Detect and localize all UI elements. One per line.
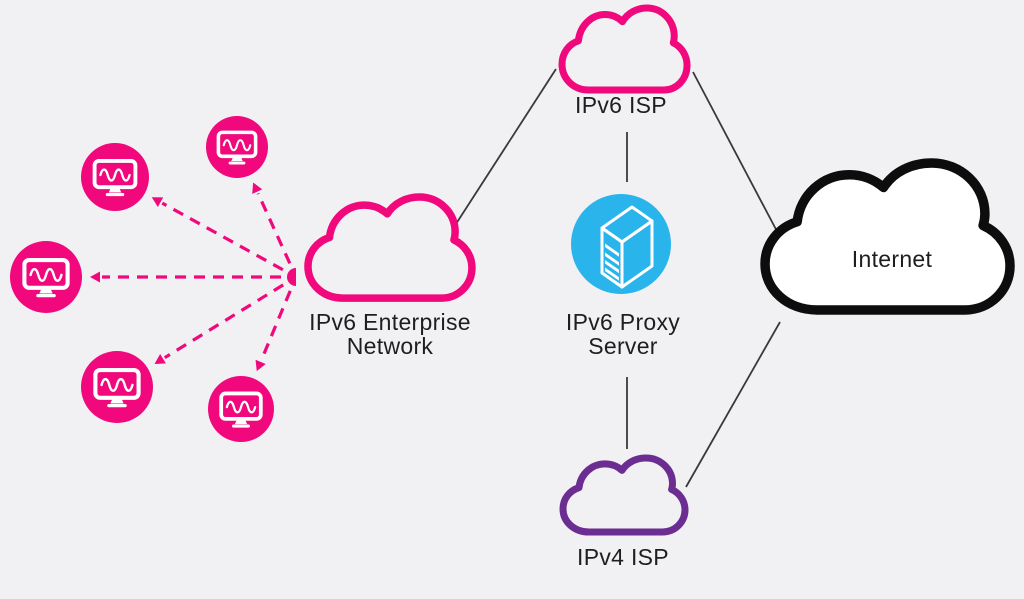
- dashed-arrow: [163, 283, 285, 360]
- monitor-base: [36, 293, 56, 298]
- arrowhead-icon: [252, 182, 263, 194]
- workstation-node: [9, 241, 82, 313]
- ipv4-isp-cloud-icon: [563, 458, 685, 532]
- workstation-node: [81, 351, 153, 423]
- arrowhead-icon: [255, 359, 266, 372]
- monitor-stand: [110, 397, 124, 404]
- waveform-icon: [222, 139, 252, 152]
- dashed-arrow: [259, 290, 292, 361]
- monitor-stand: [231, 156, 243, 162]
- monitor-base: [228, 161, 246, 165]
- monitor-icon: [93, 367, 141, 400]
- workstation-node: [81, 143, 149, 211]
- monitor-stand: [108, 187, 122, 193]
- proxy-server-node: [571, 194, 671, 294]
- internet-label: Internet: [851, 246, 933, 272]
- ipv4-isp-label: IPv4 ISP: [577, 544, 669, 570]
- monitor-icon: [92, 159, 138, 190]
- waveform-icon: [225, 400, 257, 414]
- arrowhead-icon: [154, 354, 166, 364]
- workstations-layer: [9, 116, 274, 442]
- workstation-node: [208, 376, 274, 442]
- monitor-base: [105, 193, 125, 197]
- arrow-origin-dot: [287, 268, 296, 286]
- monitor-stand: [39, 287, 53, 294]
- monitor-icon: [219, 391, 263, 421]
- arrowhead-icon: [90, 271, 100, 283]
- ipv6-isp-label: IPv6 ISP: [575, 92, 667, 118]
- connection-internet-ipv4_isp: [685, 321, 781, 488]
- server-icon: [600, 205, 654, 289]
- ipv6-isp-cloud-icon: [562, 8, 687, 90]
- ipv6-enterprise-cloud-icon: [308, 197, 472, 298]
- dashed-arrows-layer: [90, 182, 296, 372]
- monitor-stand: [234, 418, 248, 425]
- enterprise-network-label: IPv6 Enterprise Network: [309, 309, 471, 360]
- monitor-base: [107, 403, 127, 408]
- workstation-node: [206, 116, 268, 178]
- waveform-icon: [29, 267, 63, 282]
- waveform-icon: [99, 168, 131, 182]
- connection-ipv6_isp-internet: [692, 71, 781, 238]
- server-slots: [605, 243, 619, 281]
- arrowhead-icon: [151, 197, 164, 207]
- monitor-base: [232, 424, 250, 428]
- waveform-icon: [100, 377, 134, 392]
- dashed-arrow: [256, 192, 292, 265]
- proxy-server-label: IPv6 Proxy Server: [565, 309, 681, 360]
- connections-layer: [453, 68, 781, 488]
- connection-ipv6_isp-enterprise: [453, 68, 557, 228]
- dashed-arrow: [161, 201, 284, 272]
- monitor-icon: [22, 257, 70, 290]
- internet-cloud-icon: [765, 163, 1010, 310]
